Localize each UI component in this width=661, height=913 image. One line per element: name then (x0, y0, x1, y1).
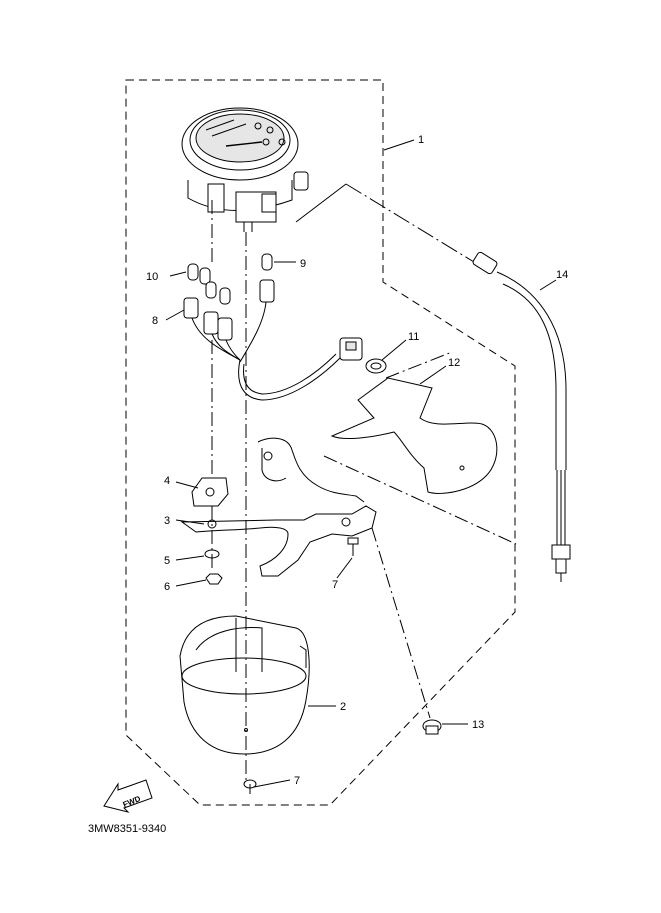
nut[interactable] (205, 573, 223, 585)
leader-lines (165, 139, 557, 788)
meter-lower-case[interactable] (179, 615, 310, 755)
meter-bracket[interactable] (180, 437, 377, 577)
callout-4: 4 (164, 475, 170, 487)
meter-cover[interactable] (330, 377, 498, 494)
bulb-group[interactable] (187, 253, 273, 305)
screw-lower[interactable] (243, 779, 257, 794)
callout-13: 13 (472, 719, 484, 731)
callout-3: 3 (164, 515, 170, 527)
callout-14: 14 (556, 269, 568, 281)
callout-5: 5 (164, 555, 170, 567)
damper[interactable] (191, 477, 229, 507)
callout-6: 6 (164, 581, 170, 593)
forward-arrow-icon: FWD (103, 779, 153, 813)
callout-11: 11 (408, 331, 419, 343)
callout-10: 10 (146, 271, 158, 283)
callout-7-upper: 7 (332, 579, 338, 591)
part-code: 3MW8351-9340 (88, 823, 166, 835)
assembly-guides (211, 200, 517, 780)
screw-upper[interactable] (347, 537, 359, 556)
callout-7-lower: 7 (294, 775, 300, 787)
speedometer-cable[interactable] (295, 183, 571, 582)
bulb-socket-harness[interactable] (183, 279, 363, 401)
callout-9: 9 (300, 258, 306, 270)
assembly-boundary (125, 79, 516, 806)
callout-12: 12 (448, 357, 460, 369)
callout-8: 8 (152, 315, 158, 327)
callout-1: 1 (418, 134, 424, 146)
cap-grommet[interactable] (422, 719, 442, 735)
callout-2: 2 (340, 701, 346, 713)
grommet[interactable] (365, 358, 387, 374)
speedometer-assembly[interactable] (181, 107, 309, 232)
